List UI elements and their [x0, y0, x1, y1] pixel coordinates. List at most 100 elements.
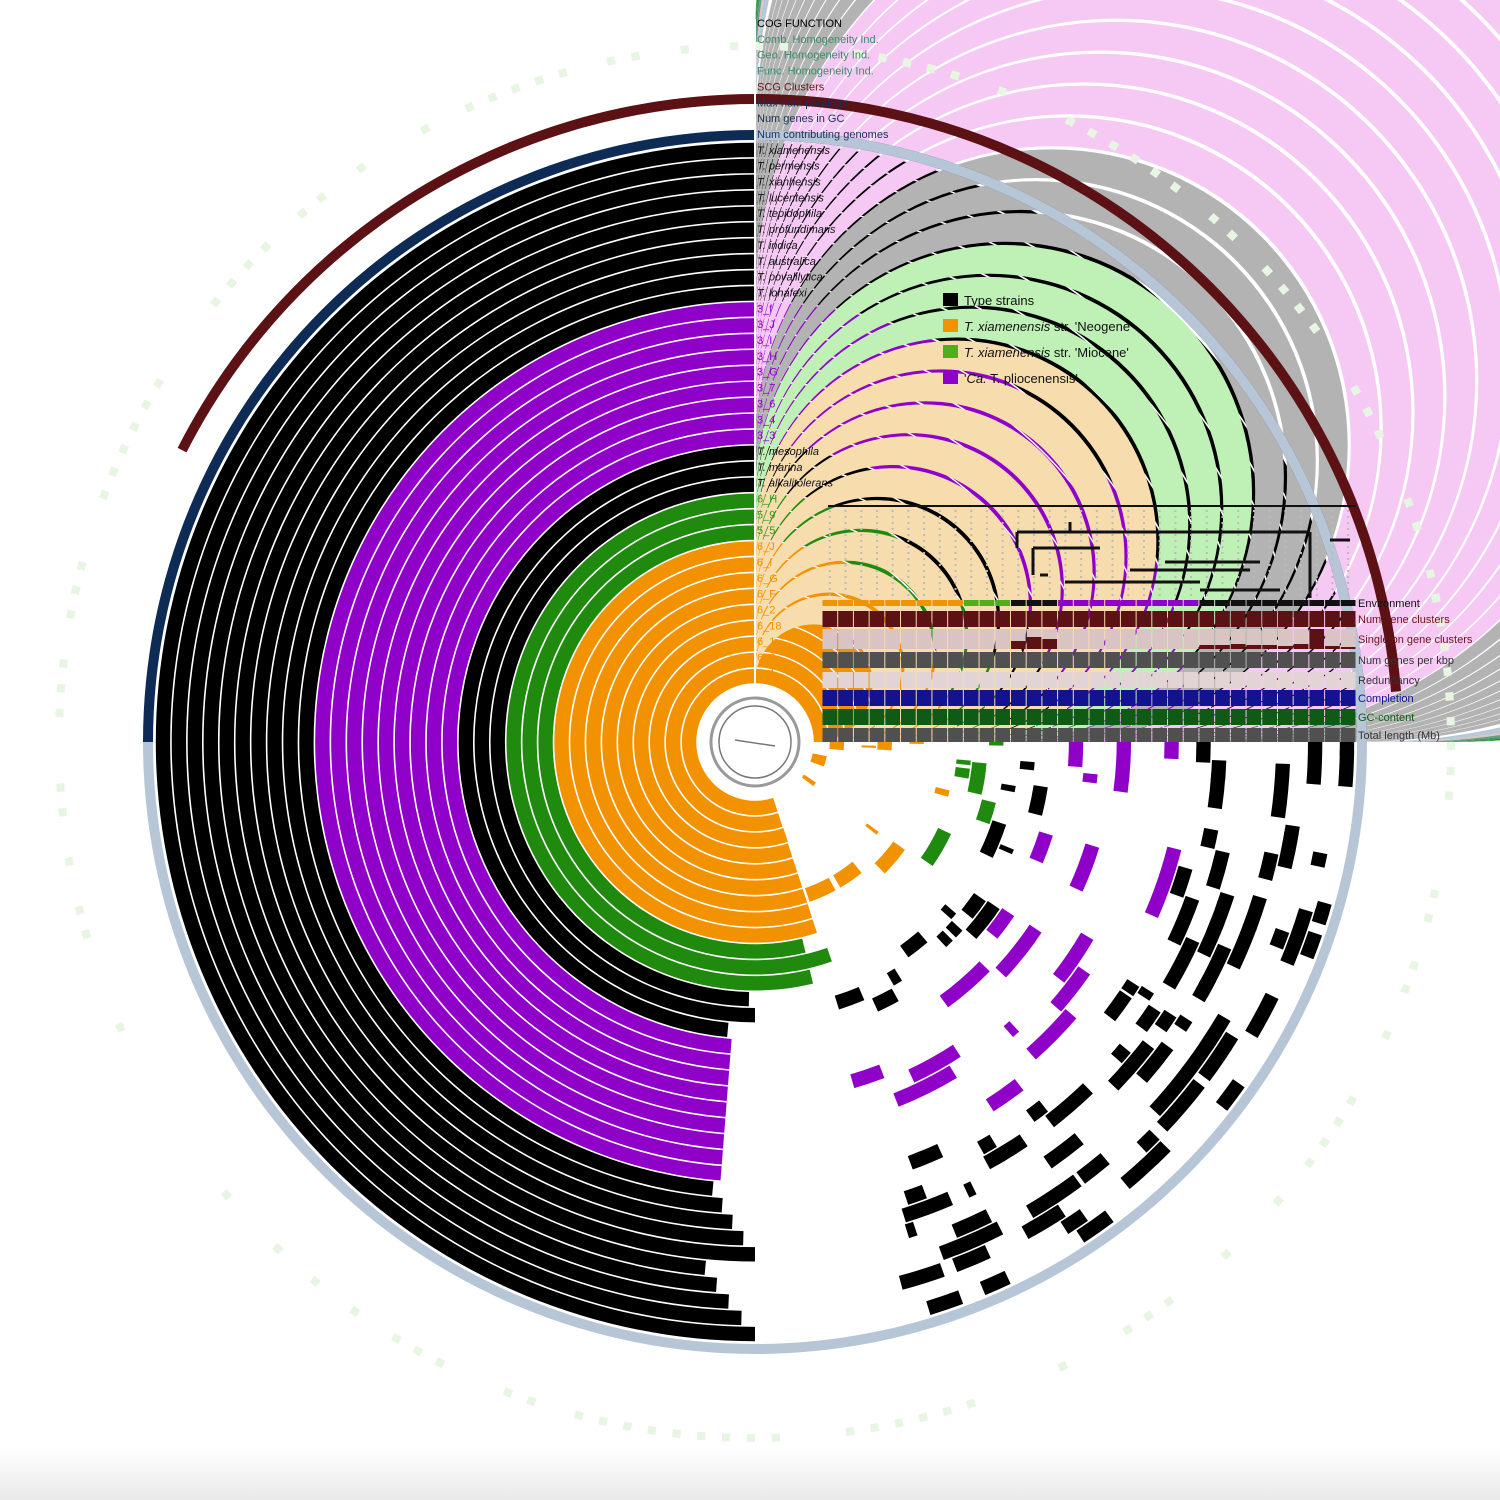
ring-t-australica-block: [903, 1184, 927, 1205]
bar-redund: [1120, 672, 1136, 688]
layer-label-6-2: 6_2: [757, 604, 775, 616]
cog-function-tick: [66, 609, 76, 620]
layer-label-3-6: 3_6: [757, 398, 775, 410]
bar-singleton: [885, 629, 901, 649]
ring-t-povalilytica-block: [1167, 895, 1200, 946]
bar-env: [1136, 600, 1152, 606]
cog-function-tick: [1169, 181, 1182, 193]
bar-redund: [1246, 672, 1262, 688]
bar-redund: [1105, 672, 1120, 688]
ring-5-5-block: [956, 759, 971, 766]
bar-gc: [1230, 709, 1246, 725]
bar-env: [1105, 600, 1120, 606]
bar-gray: [838, 652, 853, 668]
layer-label-6-6: 6_6: [757, 652, 775, 664]
bar-singleton: [1058, 629, 1073, 649]
cog-function-tick: [1373, 428, 1385, 440]
cog-function-tick: [209, 296, 222, 308]
bar-gray: [1199, 728, 1215, 742]
cog-function-tick: [260, 241, 272, 253]
layer-label-6-18: 6_18: [757, 620, 781, 632]
ring-5-5-block: [920, 827, 952, 866]
layer-label-geo-homogeneity-ind-: Geo. Homogeneity Ind.: [757, 50, 870, 62]
bar-singleton: [1136, 629, 1152, 649]
bar-singleton: [1262, 629, 1277, 649]
cog-function-tick: [1411, 520, 1422, 532]
cog-function-tick: [129, 421, 140, 433]
ring-t-lohafexi-block: [1047, 401, 1082, 435]
ring-6-18-block: [861, 745, 876, 749]
bar-gc: [1325, 709, 1340, 725]
cog-function-tick: [1261, 265, 1273, 277]
ring-t-tepidophila-block: [951, 1209, 993, 1238]
cog-function-tick: [606, 56, 616, 66]
bar-env: [979, 600, 995, 606]
bar-maroon: [979, 611, 995, 627]
bar-gray: [885, 652, 901, 668]
bar-maroon: [1089, 611, 1105, 627]
layer-label-t-tepidophila: T. tepidophila: [757, 208, 822, 220]
bar-gray: [1246, 652, 1262, 668]
bar-maroon: [1152, 611, 1168, 627]
cog-function-tick: [1064, 116, 1076, 127]
ring-3-g-block: [1113, 734, 1132, 793]
bar-completion: [932, 690, 948, 706]
cog-function-tick: [242, 259, 255, 271]
ring-3-6-block: [1082, 772, 1098, 784]
legend-item: T. xiamenensis str. 'Miocene': [964, 345, 1129, 360]
bar-gc: [1058, 709, 1073, 725]
bar-env: [1058, 600, 1073, 606]
bar-gray: [1215, 728, 1230, 742]
bar-gc: [963, 709, 979, 725]
bar-gc: [1010, 709, 1026, 725]
ring-t-povalilytica-block: [1200, 827, 1219, 849]
bar-label-total-length-mb-: Total length (Mb): [1358, 730, 1440, 742]
bar-redund: [838, 672, 853, 688]
bar-singleton: [822, 629, 838, 649]
bar-singleton: [995, 629, 1010, 649]
ring-t-lucentensis-block: [1178, 1027, 1222, 1082]
bar-gc: [1340, 709, 1356, 725]
bar-singleton-value: [1325, 646, 1340, 649]
cog-function-tick: [622, 1421, 633, 1431]
cog-function-tick: [390, 1332, 402, 1345]
cog-function-tick: [56, 783, 65, 792]
cog-function-tick: [965, 1398, 977, 1409]
bar-label-redundancy: Redundancy: [1358, 675, 1420, 687]
bar-gray: [948, 652, 963, 668]
bar-gc: [1136, 709, 1152, 725]
ring-t-xiamenensis-block: [1215, 1079, 1245, 1111]
bar-gc: [979, 709, 995, 725]
ring-t-alkalitolerans-block: [900, 931, 928, 958]
legend-swatch: [943, 345, 958, 358]
cog-function-tick: [949, 70, 961, 81]
bar-gray: [1246, 728, 1262, 742]
bar-redund: [853, 672, 869, 688]
bar-env: [1309, 600, 1325, 606]
bar-redund: [1183, 672, 1199, 688]
bar-maroon: [1120, 611, 1136, 627]
bar-singleton: [838, 629, 853, 649]
bar-gc: [869, 709, 885, 725]
bar-gc: [1199, 709, 1215, 725]
bar-maroon: [1325, 611, 1340, 627]
ring-t-lucentensis-block: [1076, 1153, 1110, 1184]
bar-gray: [1183, 652, 1199, 668]
dendrogram-branch: [734, 739, 776, 747]
cog-function-tick: [845, 1426, 855, 1437]
bar-completion: [1230, 690, 1246, 706]
bar-maroon: [1293, 611, 1309, 627]
bar-gray: [1168, 728, 1183, 742]
ring-t-permensis-block: [1280, 908, 1313, 966]
ring-6-6: [755, 563, 934, 742]
bar-gray: [1199, 652, 1215, 668]
layer-label-3-7: 3_7: [757, 383, 775, 395]
bar-redund: [1215, 672, 1230, 688]
layer-label-t-lucentensis: T. lucentensis: [757, 192, 824, 204]
cog-function-tick: [671, 1429, 682, 1438]
bar-env: [1010, 600, 1026, 606]
bar-singleton-value: [1246, 645, 1262, 649]
bar-redund: [822, 672, 838, 688]
ring-t-marina-block: [945, 920, 963, 938]
